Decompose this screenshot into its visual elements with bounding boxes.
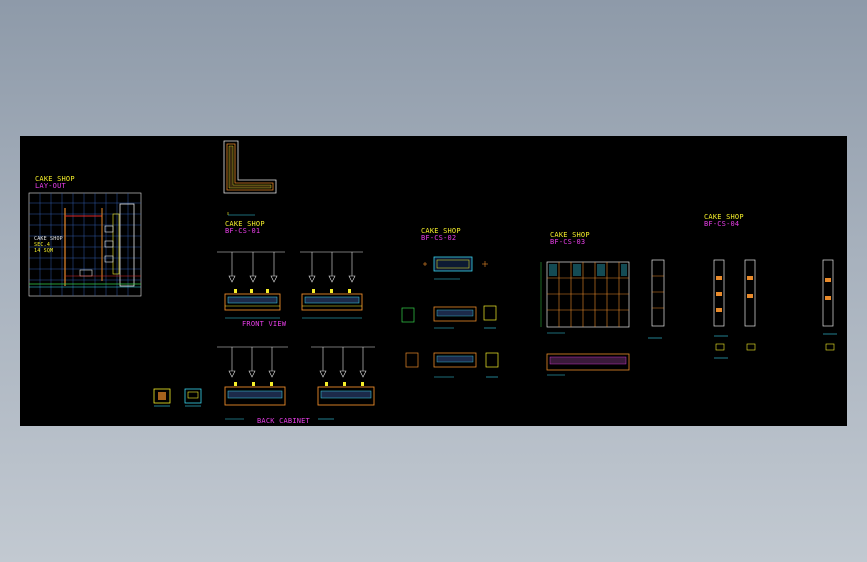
section-bf-cs-04: CAKE SHOP BF-CS-04	[704, 213, 837, 359]
s3-title: CAKE SHOP	[550, 231, 590, 239]
section-bf-cs-02: CAKE SHOP BF-CS-02	[401, 227, 499, 378]
l-counter-plan	[223, 140, 277, 216]
s1-title: CAKE SHOP	[225, 220, 265, 228]
front-view-label: FRONT VIEW	[242, 320, 287, 328]
small-symbols	[153, 388, 202, 407]
s2-subtitle: BF-CS-02	[421, 234, 456, 242]
s4-title: CAKE SHOP	[704, 213, 744, 221]
s2-title: CAKE SHOP	[421, 227, 461, 235]
layout-subtitle: LAY-OUT	[35, 182, 66, 190]
layout-plan: CAKE SHOP LAY-OUT CAKE SHOP SEC.4 14 SQM	[28, 175, 142, 297]
cad-model-space: CAKE SHOP LAY-OUT CAKE SHOP SEC.4 14 SQM	[28, 140, 837, 425]
layout-note-1: CAKE SHOP	[34, 236, 63, 242]
layout-note-2: SEC.4	[34, 242, 50, 248]
s3-subtitle: BF-CS-03	[550, 238, 585, 246]
s4-subtitle: BF-CS-04	[704, 220, 739, 228]
layout-note-3: 14 SQM	[34, 248, 53, 254]
back-cabinet-label: BACK CABINET	[257, 417, 311, 425]
section-bf-cs-03: CAKE SHOP BF-CS-03	[540, 231, 665, 376]
s1-subtitle: BF-CS-01	[225, 227, 260, 235]
cad-drawing-canvas[interactable]: CAKE SHOP LAY-OUT CAKE SHOP SEC.4 14 SQM	[20, 136, 847, 426]
section-bf-cs-01: CAKE SHOP BF-CS-01 FRONT VIEW	[217, 220, 375, 425]
layout-title: CAKE SHOP	[35, 175, 75, 183]
